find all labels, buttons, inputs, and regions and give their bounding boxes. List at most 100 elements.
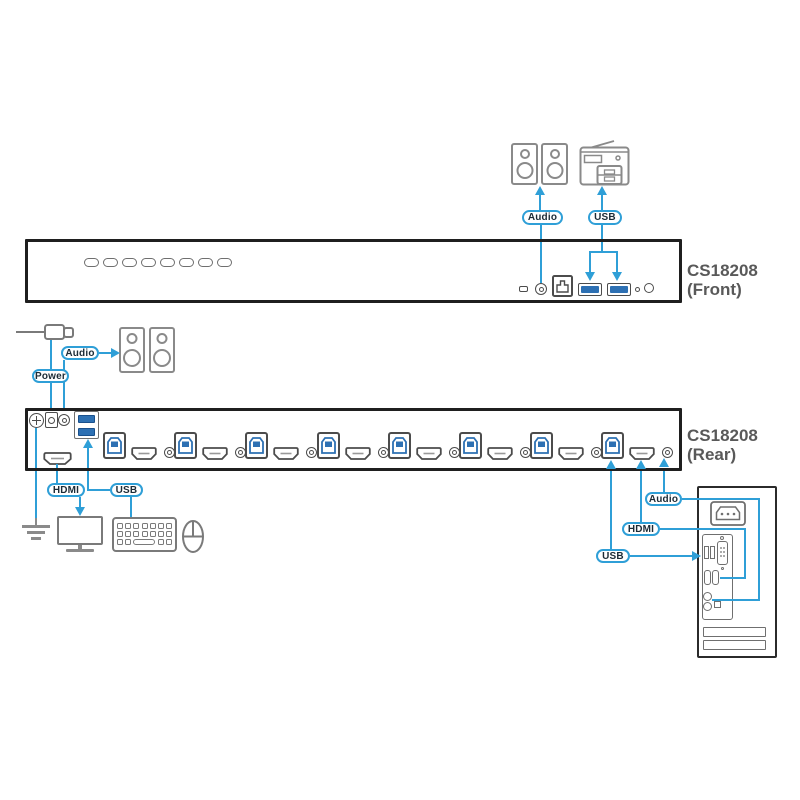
arrow-to-kvm-usb xyxy=(606,460,616,469)
hdmi-port xyxy=(273,447,300,460)
rj45-lan-port xyxy=(552,275,573,297)
speaker-icon xyxy=(541,143,568,185)
hdmi-port xyxy=(487,447,513,460)
arrow-to-usb-device xyxy=(597,186,607,195)
usb-line xyxy=(610,471,612,549)
usb-label: USB xyxy=(594,212,616,223)
usb-b-port xyxy=(459,432,482,459)
hdmi-label-pill: HDMI xyxy=(622,522,660,536)
model-name: CS18208 xyxy=(687,426,758,445)
audio-label-pill: Audio xyxy=(645,492,682,506)
arrow-to-kvm-audio xyxy=(659,458,669,467)
hdmi-label-pill: HDMI xyxy=(47,483,85,497)
hdmi-port xyxy=(344,447,371,460)
front-usb-port xyxy=(607,283,631,296)
audio-line xyxy=(663,471,665,492)
audio-label: Audio xyxy=(648,493,679,505)
front-panel xyxy=(25,239,682,303)
speaker-icon xyxy=(149,327,175,373)
expansion-slot xyxy=(703,640,766,650)
hdmi-port xyxy=(629,447,656,460)
port-pushbutton-6 xyxy=(179,258,194,267)
kvm-port-set-2 xyxy=(174,411,247,468)
computer-usb-port xyxy=(710,546,715,559)
port-pushbutton-1 xyxy=(84,258,99,267)
front-panel-label: CS18208 (Front) xyxy=(687,261,758,299)
power-label: Power xyxy=(34,370,66,382)
hdmi-port xyxy=(202,447,228,460)
port-pushbutton-8 xyxy=(217,258,232,267)
power-line xyxy=(50,340,52,369)
computer-tower-icon xyxy=(697,486,777,658)
console-usb-ports xyxy=(74,411,99,439)
pushbutton-row xyxy=(84,258,232,267)
port-pushbutton-5 xyxy=(160,258,175,267)
arrow-to-kvm-hdmi xyxy=(636,460,646,469)
audio-label: Audio xyxy=(65,347,95,359)
audio-label-pill: Audio xyxy=(522,210,563,225)
kvm-port-set-1 xyxy=(103,411,175,468)
power-inlet xyxy=(710,501,746,526)
usb-label: USB xyxy=(115,484,138,496)
arrow-to-monitor xyxy=(75,507,85,516)
reset-switch xyxy=(519,286,528,292)
computer-hdmi-port xyxy=(704,570,711,585)
hdmi-label: HDMI xyxy=(52,484,80,496)
hdmi-port xyxy=(131,447,157,460)
console-audio-jack xyxy=(58,414,70,426)
usb-label: USB xyxy=(602,550,624,562)
port-pushbutton-7 xyxy=(198,258,213,267)
usb-b-port xyxy=(245,432,269,459)
keyboard-icon xyxy=(112,517,177,552)
hdmi-port xyxy=(416,447,442,460)
hdmi-line xyxy=(640,471,642,522)
model-name: CS18208 xyxy=(687,261,758,280)
ground-symbol xyxy=(22,525,50,528)
led-indicator xyxy=(635,287,640,292)
usb-line xyxy=(601,195,603,210)
usb-label-pill: USB xyxy=(596,549,630,563)
arrow-to-front-usb xyxy=(585,272,595,281)
kvm-port-set-4 xyxy=(316,411,389,468)
arrow-to-speakers xyxy=(111,348,120,358)
usb-line xyxy=(87,471,89,491)
audio-line xyxy=(63,360,65,408)
kvm-port-set-7 xyxy=(530,411,603,468)
usb-b-port xyxy=(601,432,625,459)
arrow-to-computer-usb xyxy=(692,551,701,561)
hdmi-label: HDMI xyxy=(627,523,655,535)
power-label-pill: Power xyxy=(32,369,69,383)
audio-jack xyxy=(662,447,674,458)
port-pushbutton-2 xyxy=(103,258,118,267)
arrow-to-front-usb xyxy=(612,272,622,281)
rear-panel-label: CS18208 (Rear) xyxy=(687,426,758,464)
mouse-icon xyxy=(182,520,204,553)
kvm-port-set-8 xyxy=(601,411,674,468)
power-cord-icon xyxy=(16,321,74,341)
audio-label-pill: Audio xyxy=(61,346,99,360)
arrow-to-console-usb xyxy=(83,439,93,448)
hdmi-line xyxy=(56,464,58,468)
kvm-port-set-5 xyxy=(387,411,460,468)
usb-b-port xyxy=(316,432,340,459)
rear-panel xyxy=(25,408,682,471)
usb-b-port xyxy=(387,432,411,459)
hdmi-port xyxy=(558,447,584,460)
usb-label-pill: USB xyxy=(110,483,143,497)
computer-audio-jack xyxy=(703,602,712,611)
console-hdmi-port xyxy=(43,452,72,465)
grounding-terminal xyxy=(29,413,44,428)
view-name: (Front) xyxy=(687,280,742,299)
view-name: (Rear) xyxy=(687,445,737,464)
expansion-slot xyxy=(703,627,766,637)
computer-audio-jack xyxy=(703,592,712,601)
kvm-port-set-6 xyxy=(459,411,531,468)
port-pushbutton-4 xyxy=(141,258,156,267)
computer-hdmi-port xyxy=(712,570,719,585)
arrow-to-speakers xyxy=(535,186,545,195)
monitor-icon xyxy=(57,516,103,545)
power-button xyxy=(644,283,654,293)
usb-radio-device-icon xyxy=(579,138,631,186)
front-audio-jack xyxy=(535,283,547,295)
